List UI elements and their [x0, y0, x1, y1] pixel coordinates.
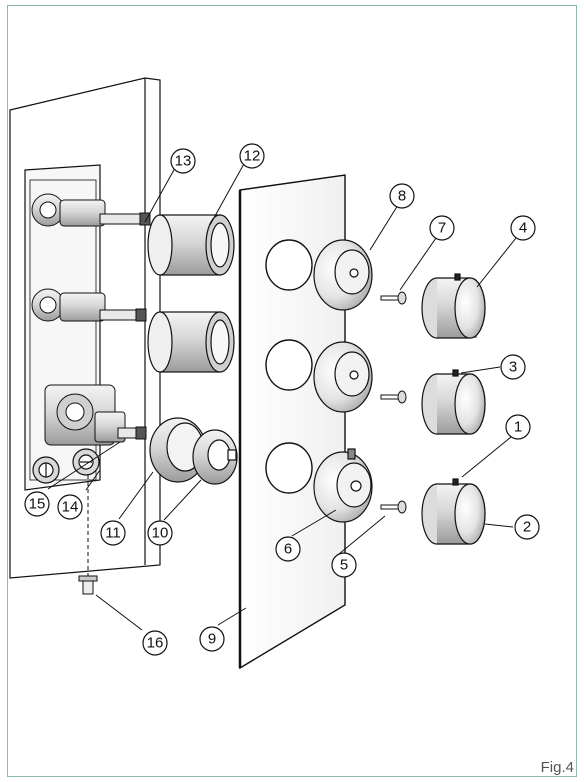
knob-screws [380, 291, 407, 514]
callout-labels: 1 2 3 4 5 6 7 8 9 10 11 12 13 14 15 16 [29, 148, 532, 652]
extension-sleeves [147, 214, 235, 373]
callout-6 [275, 536, 301, 562]
callout-label-10: 10 [152, 525, 169, 542]
bezel-rings [313, 239, 373, 523]
callout-16 [142, 630, 168, 656]
callout-label-12: 12 [244, 148, 261, 165]
callout-label-4: 4 [519, 220, 527, 237]
callout-1 [505, 414, 531, 440]
face-plate [238, 174, 346, 670]
callout-2 [514, 514, 540, 540]
valve-bodies [31, 193, 126, 446]
callout-10 [147, 520, 173, 546]
fixing-screw [78, 475, 98, 595]
callout-13 [170, 148, 196, 174]
callout-12 [239, 143, 265, 169]
callout-label-9: 9 [208, 631, 216, 648]
callout-label-13: 13 [175, 153, 192, 170]
callout-5 [331, 552, 357, 578]
callout-label-1: 1 [514, 419, 522, 436]
adapters [149, 417, 238, 485]
callout-label-14: 14 [62, 499, 79, 516]
spindles [99, 212, 151, 440]
callout-15 [24, 491, 50, 517]
callout-label-6: 6 [284, 541, 292, 558]
figure-frame [7, 5, 577, 777]
callout-14 [57, 494, 83, 520]
callout-label-11: 11 [105, 525, 121, 542]
callout-9 [199, 626, 225, 652]
callout-3 [500, 354, 526, 380]
control-knobs [421, 273, 486, 545]
callout-label-8: 8 [398, 188, 406, 205]
leader-lines [47, 161, 517, 631]
callout-4 [510, 215, 536, 241]
callout-label-2: 2 [523, 519, 531, 536]
callout-label-15: 15 [29, 496, 46, 513]
callout-label-16: 16 [147, 635, 164, 652]
callouts [24, 143, 540, 656]
callout-7 [429, 215, 455, 241]
callout-8 [389, 183, 415, 209]
callout-label-5: 5 [340, 557, 348, 574]
callout-label-3: 3 [509, 359, 517, 376]
callout-label-7: 7 [438, 220, 446, 237]
callout-11 [100, 520, 126, 546]
figure-label: Fig.4 [540, 759, 574, 776]
